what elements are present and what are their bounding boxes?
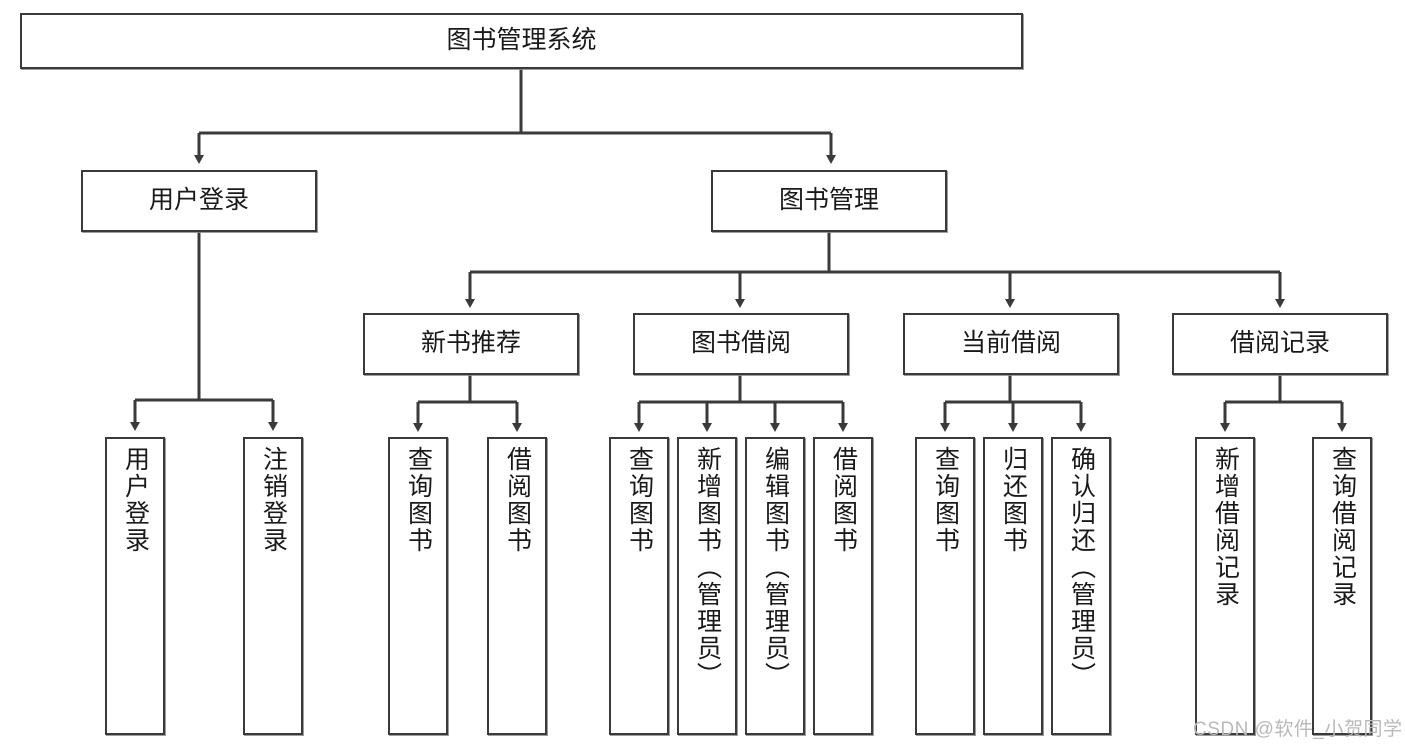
node-book-manage-label: 图书管理: [778, 186, 879, 215]
node-leaf-add-record[interactable]: 新增借阅记录: [1195, 437, 1255, 735]
node-user-login[interactable]: 用户登录: [81, 170, 317, 232]
node-leaf-query-book-recommend[interactable]: 查询图书: [388, 437, 448, 735]
node-root[interactable]: 图书管理系统: [20, 13, 1023, 69]
node-book-borrow-label: 图书借阅: [690, 329, 791, 358]
node-leaf-query-record-label: 查询借阅记录: [1328, 446, 1357, 608]
node-new-book-recommend-label: 新书推荐: [420, 329, 521, 358]
node-leaf-borrow-book-recommend-label: 借阅图书: [503, 446, 532, 554]
node-leaf-query-book-recommend-label: 查询图书: [404, 446, 433, 554]
node-leaf-edit-book-label: 编辑图书（管理员）: [761, 446, 790, 689]
node-leaf-borrow-book[interactable]: 借阅图书: [813, 437, 873, 735]
node-leaf-user-login[interactable]: 用户登录: [105, 437, 165, 735]
node-root-label: 图书管理系统: [446, 26, 597, 55]
node-leaf-return-book-label: 归还图书: [999, 446, 1028, 554]
node-leaf-confirm-return[interactable]: 确认归还（管理员）: [1051, 437, 1111, 735]
node-current-borrow[interactable]: 当前借阅: [903, 313, 1119, 375]
node-leaf-query-book-borrow-label: 查询图书: [625, 446, 654, 554]
node-leaf-add-book[interactable]: 新增图书（管理员）: [677, 437, 737, 735]
node-leaf-confirm-return-label: 确认归还（管理员）: [1067, 446, 1096, 689]
node-leaf-query-book-current-label: 查询图书: [931, 446, 960, 554]
node-leaf-query-record[interactable]: 查询借阅记录: [1312, 437, 1372, 735]
node-leaf-add-record-label: 新增借阅记录: [1211, 446, 1240, 608]
node-book-manage[interactable]: 图书管理: [711, 170, 947, 232]
csdn-watermark: CSDN @软件_小贺同学: [1193, 719, 1403, 740]
node-leaf-query-book-current[interactable]: 查询图书: [915, 437, 975, 735]
node-leaf-logout-label: 注销登录: [259, 446, 288, 554]
node-book-borrow[interactable]: 图书借阅: [633, 313, 849, 375]
node-current-borrow-label: 当前借阅: [960, 329, 1061, 358]
node-leaf-logout[interactable]: 注销登录: [243, 437, 303, 735]
node-leaf-borrow-book-recommend[interactable]: 借阅图书: [487, 437, 547, 735]
node-leaf-return-book[interactable]: 归还图书: [983, 437, 1043, 735]
node-leaf-query-book-borrow[interactable]: 查询图书: [609, 437, 669, 735]
node-leaf-user-login-label: 用户登录: [121, 446, 150, 554]
node-leaf-borrow-book-label: 借阅图书: [829, 446, 858, 554]
node-new-book-recommend[interactable]: 新书推荐: [363, 313, 579, 375]
node-leaf-edit-book[interactable]: 编辑图书（管理员）: [745, 437, 805, 735]
node-borrow-record[interactable]: 借阅记录: [1172, 313, 1388, 375]
node-user-login-label: 用户登录: [148, 186, 249, 215]
node-borrow-record-label: 借阅记录: [1229, 329, 1330, 358]
node-leaf-add-book-label: 新增图书（管理员）: [693, 446, 722, 689]
